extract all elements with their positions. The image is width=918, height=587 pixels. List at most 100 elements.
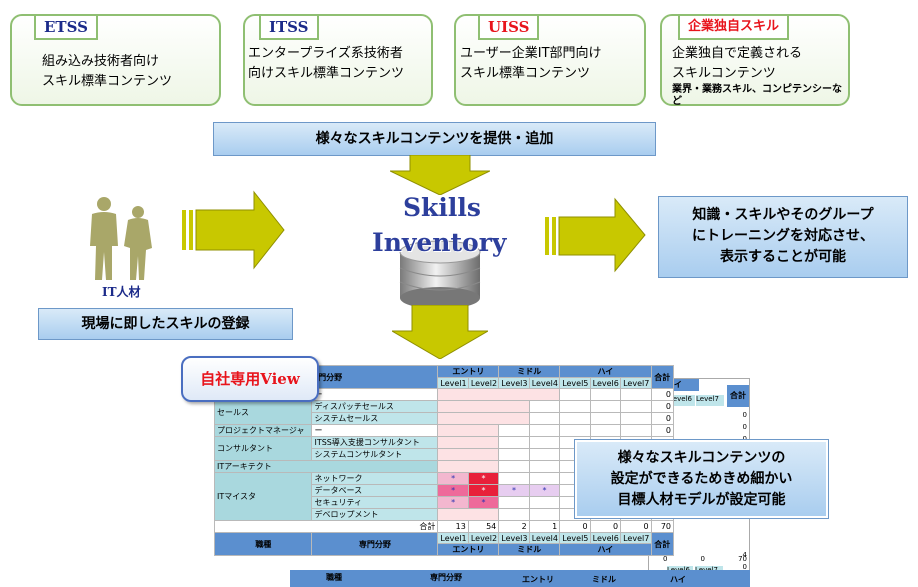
footer-level: Level2: [467, 532, 500, 544]
right-arrow-left: [182, 190, 285, 270]
strip-middle: ミドル: [592, 575, 616, 584]
view-badge-jp: 自社専用: [200, 370, 261, 388]
skills-label: Skills: [403, 193, 481, 222]
uiss-tab: UISS: [478, 14, 540, 40]
table-role: ITマイスタ: [213, 472, 313, 521]
strip-high: ハイ: [670, 575, 686, 584]
back-level7: Level7: [696, 395, 724, 406]
sum-label: 合計: [213, 520, 439, 533]
provide-banner: 様々なスキルコンテンツを提供・追加: [213, 122, 656, 156]
footer-level: Level5: [559, 532, 591, 544]
level-2: Level2: [467, 377, 500, 389]
itss-tab: ITSS: [259, 14, 319, 40]
etss-box: ETSS 組み込み技術者向け スキル標準コンテンツ: [10, 14, 221, 106]
view-badge-en: View: [260, 370, 300, 388]
back-value: 0: [742, 563, 747, 571]
skill-table: 専門分野 エントリ ミドル ハイ 合計 Level1 Level2 Level3…: [213, 365, 675, 556]
star-mark: *: [437, 496, 469, 509]
back-total-header: 合計: [727, 385, 749, 407]
inventory-label: Inventory: [372, 228, 507, 257]
footer-group-middle: ミドル: [498, 543, 561, 556]
star-mark: *: [528, 484, 561, 497]
down-arrow-top: [390, 155, 490, 195]
sum-value: 1: [528, 520, 561, 533]
sum-value: 54: [467, 520, 500, 533]
uiss-box: UISS ユーザー企業IT部門向け スキル標準コンテンツ: [454, 14, 646, 106]
sum-value: 13: [437, 520, 469, 533]
star-mark: *: [467, 496, 500, 509]
sum-value: 0: [559, 520, 591, 533]
table-total-header: 合計: [650, 365, 675, 389]
table-field: ー: [311, 388, 439, 401]
table-total: 0: [650, 424, 675, 437]
etss-tab: ETSS: [34, 14, 98, 40]
sum-value: 2: [498, 520, 530, 533]
back-value: 4: [742, 551, 747, 559]
table-field: データベース: [311, 484, 439, 497]
level-3: Level3: [498, 377, 530, 389]
footer-level: Level1: [437, 532, 469, 544]
footer-group-high: ハイ: [559, 543, 652, 556]
it-staff-prefix: IT: [102, 285, 117, 299]
level-4: Level4: [528, 377, 561, 389]
custom-skill-text: 企業独自で定義される スキルコンテンツ: [672, 46, 803, 81]
table-group-middle: ミドル: [498, 365, 561, 378]
back-bottom-value: 70: [738, 555, 747, 563]
back-bottom-value: 0: [663, 555, 668, 563]
custom-view-badge: 自社専用View: [181, 356, 319, 402]
back-level6: Level6: [669, 395, 695, 406]
star-mark: *: [467, 484, 500, 497]
table-field: デベロップメント: [311, 508, 439, 521]
level-1: Level1: [437, 377, 469, 389]
back-value: 0: [742, 435, 747, 443]
footer-level: Level7: [620, 532, 652, 544]
strip-role: 職種: [326, 573, 342, 582]
database-icon: [399, 240, 481, 309]
it-staff-suffix: 人材: [116, 285, 141, 299]
custom-skill-tab: 企業独自スキル: [678, 14, 790, 40]
footer-group-entry: エントリ: [437, 543, 500, 556]
callout-banner: 様々なスキルコンテンツの 設定ができるためきめ細かい 目標人材モデルが設定可能: [574, 439, 829, 519]
footer-level: Level6: [589, 532, 622, 544]
back-value: 0: [742, 423, 747, 431]
table-role: セールス: [213, 400, 313, 425]
star-mark: *: [498, 484, 530, 497]
table-field: ITSS導入支援コンサルタント: [311, 436, 439, 449]
strip-entry: エントリ: [522, 575, 554, 584]
table-field: セキュリティ: [311, 496, 439, 509]
footer-level: Level3: [498, 532, 530, 544]
people-icon: [90, 197, 152, 280]
table-group-high: ハイ: [559, 365, 652, 378]
footer-field: 専門分野: [311, 532, 439, 556]
table-group-entry: エントリ: [437, 365, 500, 378]
sum-value: 70: [650, 520, 675, 533]
table-total: 0: [650, 412, 675, 425]
sum-value: 0: [620, 520, 652, 533]
table-role: コンサルタント: [213, 436, 313, 461]
table-role: プロジェクトマネージャ: [213, 424, 313, 437]
level-6: Level6: [589, 377, 622, 389]
level-7: Level7: [620, 377, 652, 389]
training-banner: 知識・スキルやそのグループ にトレーニングを対応させ、 表示することが可能: [658, 196, 908, 278]
back-bottom-value: 0: [700, 555, 705, 563]
table-field: ー: [311, 424, 439, 437]
footer-total: 合計: [650, 532, 675, 556]
custom-skill-sub: 業界・業務スキル、コンピテンシーなど: [672, 84, 842, 107]
table-field: システムセールス: [311, 412, 439, 425]
back-value: 0: [742, 411, 747, 419]
star-mark: *: [437, 472, 469, 485]
it-staff-label: IT人材: [102, 283, 141, 300]
star-mark: *: [437, 484, 469, 497]
register-banner: 現場に即したスキルの登録: [38, 308, 293, 340]
table-field: システムコンサルタント: [311, 448, 439, 461]
bottom-table-strip: 職種 専門分野 エントリ ミドル ハイ: [290, 570, 750, 587]
table-role: ITアーキテクト: [213, 460, 439, 473]
etss-text: 組み込み技術者向け スキル標準コンテンツ: [42, 54, 173, 89]
down-arrow-bottom: [392, 305, 488, 359]
table-total: 0: [650, 388, 675, 401]
sum-value: 0: [589, 520, 622, 533]
strip-field: 専門分野: [430, 573, 462, 582]
right-arrow-right: [545, 197, 646, 273]
custom-skill-box: 企業独自スキル 企業独自で定義される スキルコンテンツ 業界・業務スキル、コンピ…: [660, 14, 850, 107]
itss-text: エンタープライズ系技術者 向けスキル標準コンテンツ: [248, 46, 405, 81]
